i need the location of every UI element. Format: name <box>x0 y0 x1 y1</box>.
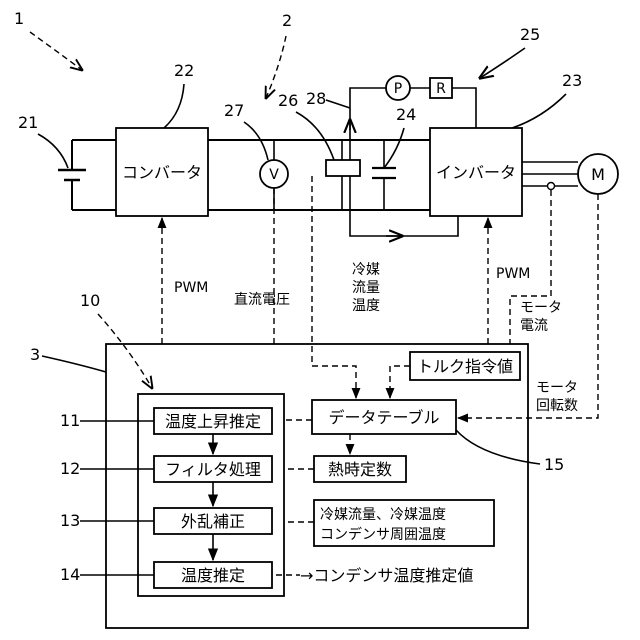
pwm-right-label: PWM <box>496 266 530 282</box>
ref-24: 24 <box>396 105 416 124</box>
leader-21 <box>38 134 68 168</box>
torque-command-label: トルク指令値 <box>417 357 513 376</box>
ref-27: 27 <box>224 101 244 120</box>
ref-25: 25 <box>520 25 540 44</box>
ref-21: 21 <box>18 113 38 132</box>
leader-22 <box>164 84 184 128</box>
ref-3: 3 <box>30 345 40 364</box>
disturbance-inputs-line2: コンデンサ周囲温度 <box>320 526 446 543</box>
ref-13: 13 <box>60 511 80 530</box>
output-label: →コンデンサ温度推定値 <box>300 566 473 585</box>
dc-voltage-label: 直流電圧 <box>234 291 290 308</box>
thermal-constant-label: 熱時定数 <box>328 460 392 479</box>
motor-current-label-2: 電流 <box>520 318 548 334</box>
refrigerant-label-2: 流量 <box>352 280 380 296</box>
current-sensor-dot <box>548 183 555 190</box>
ref-11: 11 <box>60 411 80 430</box>
pump-label: P <box>394 81 402 97</box>
motor-speed-label-1: モータ <box>536 380 578 396</box>
ref-15: 15 <box>544 455 564 474</box>
ref-26: 26 <box>278 91 298 110</box>
leader-24 <box>384 128 404 168</box>
leader-1 <box>30 32 82 70</box>
radiator-label: R <box>436 81 446 97</box>
filter-proc-label: フィルタ処理 <box>165 460 261 479</box>
pwm-left-label: PWM <box>174 280 208 296</box>
motor-current-label-1: モータ <box>520 300 562 316</box>
leader-23 <box>506 94 566 130</box>
leader-25 <box>480 48 525 78</box>
refrigerant-label-3: 温度 <box>352 298 380 314</box>
leader-2 <box>266 36 286 98</box>
motor-speed-label-2: 回転数 <box>536 398 578 414</box>
leader-3 <box>42 356 106 372</box>
ref-1: 1 <box>14 9 24 28</box>
flow-sensor-block <box>326 160 360 176</box>
refrigerant-pipe-up <box>350 88 386 160</box>
ref-14: 14 <box>60 565 80 584</box>
motor-label: M <box>591 165 605 184</box>
voltmeter-label: V <box>269 167 279 183</box>
ref-23: 23 <box>562 71 582 90</box>
leader-26 <box>296 112 334 160</box>
ref-12: 12 <box>60 459 80 478</box>
converter-label: コンバータ <box>122 163 202 182</box>
leader-28 <box>326 100 350 108</box>
pipe-radiator-to-inverter <box>452 88 476 128</box>
ref-22: 22 <box>174 61 194 80</box>
disturbance-inputs-line1: 冷媒流量、冷媒温度 <box>320 507 446 523</box>
data-table-label: データテーブル <box>328 408 439 427</box>
temp-est-label: 温度推定 <box>181 566 245 585</box>
inverter-label: インバータ <box>436 163 516 182</box>
disturbance-corr-label: 外乱補正 <box>181 512 245 531</box>
refrigerant-label-1: 冷媒 <box>352 262 380 278</box>
temp-rise-est-label: 温度上昇推定 <box>165 412 261 431</box>
ref-10: 10 <box>80 291 100 310</box>
ref-2: 2 <box>282 11 292 30</box>
ref-28: 28 <box>306 89 326 108</box>
